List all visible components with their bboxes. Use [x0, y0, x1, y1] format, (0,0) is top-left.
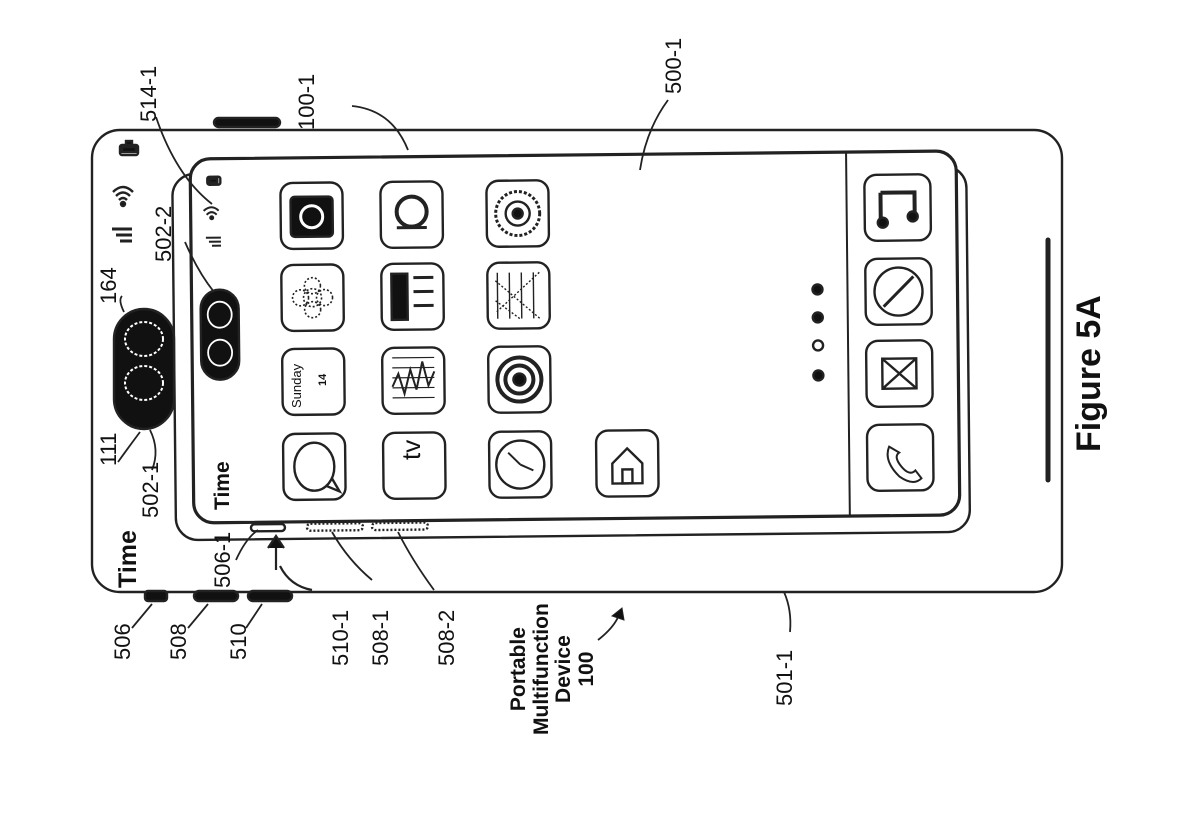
page-dot — [811, 311, 824, 324]
ref-label-508: 508 — [166, 623, 191, 660]
ref-label-506-1: 506-1 — [210, 531, 235, 588]
mail-icon — [864, 339, 934, 408]
leader-111 — [117, 431, 141, 463]
arrowhead-device-100 — [610, 607, 625, 621]
photos-icon — [280, 263, 345, 333]
leader-508 — [187, 603, 209, 629]
inner-battery-icon — [206, 175, 222, 186]
outer-top-button — [212, 116, 282, 129]
ref-label-506: 506 — [110, 623, 135, 660]
news-icon — [380, 262, 445, 332]
outer-wifi-icon — [112, 185, 134, 208]
outer-signal-icon — [112, 227, 132, 243]
leader-502-1 — [149, 429, 157, 471]
outer-battery-icon — [118, 139, 140, 157]
leader-514-1 — [155, 116, 213, 205]
inner-signal-icon — [205, 236, 222, 247]
page-dots — [811, 283, 825, 382]
outer-button-508 — [192, 589, 240, 603]
ref-label-164: 164 — [96, 267, 121, 304]
ref-label-510: 510 — [226, 623, 251, 660]
outer-button-506 — [143, 589, 169, 603]
camera-icon — [279, 181, 345, 251]
inner-device — [171, 149, 972, 542]
ref-label-100-1: 100-1 — [294, 73, 319, 130]
inner-sensor-lens-1 — [206, 300, 233, 329]
ref-label-500-1: 500-1 — [661, 37, 686, 94]
fitness-icon — [379, 180, 445, 250]
leader-508-1 — [331, 531, 373, 581]
inner-button-508-1 — [370, 521, 430, 532]
music-icon — [863, 173, 933, 242]
inner-button-506-1 — [249, 522, 287, 533]
ref-label-508-1: 508-1 — [368, 609, 393, 666]
leader-508-2 — [397, 531, 435, 591]
figure-title: Figure 5A — [1070, 295, 1108, 452]
calendar-day-text: Sunday — [289, 363, 304, 408]
inner-button-510-1 — [305, 522, 365, 532]
leader-501-1 — [783, 591, 792, 633]
calendar-date-text: 14 — [317, 373, 329, 386]
notes-icon — [486, 261, 551, 330]
leader-506 — [131, 603, 153, 629]
leader-100-1 — [351, 105, 409, 151]
inner-status-time: Time — [211, 461, 234, 510]
page-dot — [812, 369, 825, 382]
tv-icon-text: tv — [396, 439, 426, 460]
home-icon — [594, 429, 660, 498]
leader-510 — [245, 603, 263, 629]
inner-sensor-pill — [199, 288, 241, 381]
ref-label-502-2: 502-2 — [151, 205, 176, 262]
dock-divider — [845, 153, 851, 516]
leader-164 — [119, 295, 125, 313]
inner-wifi-icon — [202, 206, 220, 221]
page-dot — [811, 283, 824, 296]
phone-icon — [865, 423, 935, 492]
ref-label-508-2: 508-2 — [434, 609, 459, 666]
outer-sensor-lens-1 — [124, 321, 164, 357]
leader-500-1 — [639, 99, 669, 171]
outer-sensor-lens-2 — [124, 365, 164, 401]
settings-icon — [485, 179, 551, 248]
safari-icon — [864, 257, 933, 326]
clock-icon — [487, 430, 553, 499]
page-dot-active — [811, 339, 825, 352]
stocks-icon — [380, 346, 446, 416]
messages-icon — [281, 432, 347, 502]
ref-label-501-1: 501-1 — [772, 649, 797, 706]
ref-label-111: 111 — [96, 432, 121, 466]
ref-label-502-1: 502-1 — [138, 461, 163, 518]
inner-sensor-lens-2 — [207, 338, 234, 367]
device-caption: Portable Multifunction Device 100 — [507, 603, 599, 735]
leader-506-1 — [235, 529, 259, 561]
outer-device-body — [90, 128, 1064, 594]
calendar-icon — [281, 347, 346, 417]
outer-button-510 — [246, 589, 294, 603]
podcasts-icon — [486, 345, 552, 414]
ref-label-514-1: 514-1 — [136, 65, 161, 122]
leader-502-2 — [184, 241, 215, 293]
outer-status-time: Time — [114, 530, 142, 588]
outer-sensor-pill — [112, 307, 176, 431]
ref-label-510-1: 510-1 — [328, 609, 353, 666]
tv-icon — [381, 431, 447, 501]
press-arrow — [267, 534, 313, 592]
